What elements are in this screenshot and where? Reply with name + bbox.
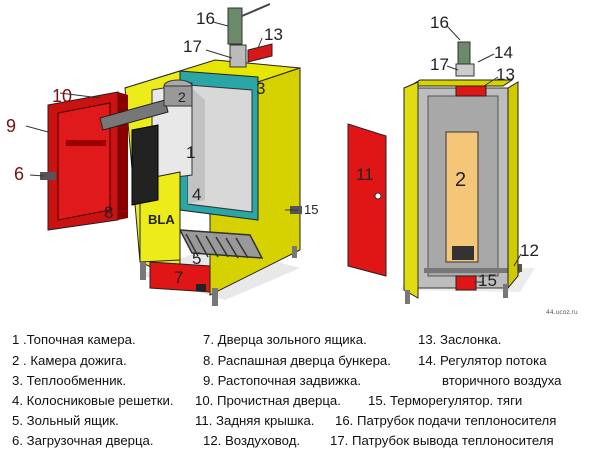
legend-item-9: 9. Растопочная задвижка.	[203, 373, 361, 388]
callout-17: 17	[183, 37, 202, 56]
legend-item-1: 1 .Топочная камера.	[12, 332, 136, 347]
legend-item-8: 8. Распашная дверца бункера.	[203, 353, 391, 368]
legend-item-5: 5. Зольный ящик.	[12, 413, 119, 428]
callout-8: 8	[104, 203, 113, 222]
callout-7: 7	[174, 268, 183, 287]
legend-item-11: 11. Задняя крышка.	[195, 413, 315, 428]
callout-right-16: 12	[520, 241, 539, 260]
legend-item-15: 15. Терморегулятор. тяги	[368, 393, 523, 408]
legend-item-10: 10. Прочистная дверца.	[195, 393, 341, 408]
callout-right-12: 13	[496, 65, 515, 84]
grate-bars	[178, 229, 264, 259]
outlet-pipe	[229, 44, 247, 68]
callout-right-15: 16	[430, 13, 449, 32]
legend-item-3: 3. Теплообменник.	[12, 373, 126, 388]
callout-10: 10	[52, 86, 72, 106]
legend-item-12: 12. Воздуховод.	[203, 433, 301, 448]
afterburn-window	[445, 131, 479, 263]
legend-item-14-cont: вторичного воздуха	[442, 373, 562, 388]
legend: 1 .Топочная камера. 2 . Камера дожига. 3…	[0, 318, 600, 471]
panel-text: BLA	[148, 212, 175, 227]
callout-5: 5	[192, 249, 201, 268]
callout-2: 2	[178, 89, 186, 105]
left-callouts: 10 9 6 8 16 17 13 3 1 2 4 5 7 15	[6, 9, 318, 287]
callout-15: 16	[196, 9, 215, 28]
watermark: 44.ucoz.ru	[546, 309, 578, 316]
cleaning-door	[47, 91, 128, 231]
legend-item-17: 17. Патрубок вывода теплоносителя	[330, 433, 554, 448]
left-boiler: BLA	[40, 3, 302, 306]
callout-lines	[25, 21, 522, 283]
flow-regulator	[455, 275, 477, 291]
flap	[247, 43, 273, 63]
right-boiler	[347, 41, 535, 304]
callout-right-14: 15	[478, 271, 497, 290]
callout-13: 13	[264, 25, 283, 44]
legend-item-14: 14. Регулятор потока	[418, 353, 547, 368]
ash-box	[149, 261, 211, 293]
callout-right-2: 2	[455, 169, 466, 191]
back-cover	[347, 123, 387, 277]
air-duct	[455, 85, 487, 97]
right-callouts: 16 17 14 13 2 11 15 12	[356, 13, 539, 290]
kindling-damper	[99, 99, 169, 131]
legend-item-16: 16. Патрубок подачи теплоносителя	[335, 413, 557, 428]
legend-item-6: 6. Загрузочная дверца.	[12, 433, 154, 448]
hopper-door	[131, 124, 159, 206]
legend-item-2: 2 . Камера дожига.	[12, 353, 127, 368]
draft-regulator	[227, 7, 243, 45]
legend-item-13: 13. Заслонка.	[418, 332, 502, 347]
callout-right-17: 17	[430, 55, 449, 74]
callout-4: 4	[192, 185, 201, 204]
callout-6: 6	[14, 164, 24, 184]
callout-right-13: 14	[494, 43, 513, 62]
legend-item-7: 7. Дверца зольного ящика.	[203, 332, 367, 347]
callout-right-11: 11	[356, 165, 374, 184]
callout-16: 15	[304, 202, 318, 217]
legend-item-4: 4. Колосниковые решетки.	[12, 393, 174, 408]
callout-1: 1	[186, 143, 195, 162]
callout-3: 3	[256, 79, 265, 98]
callout-9: 9	[6, 116, 16, 136]
boiler-diagram: BLA	[6, 3, 578, 316]
